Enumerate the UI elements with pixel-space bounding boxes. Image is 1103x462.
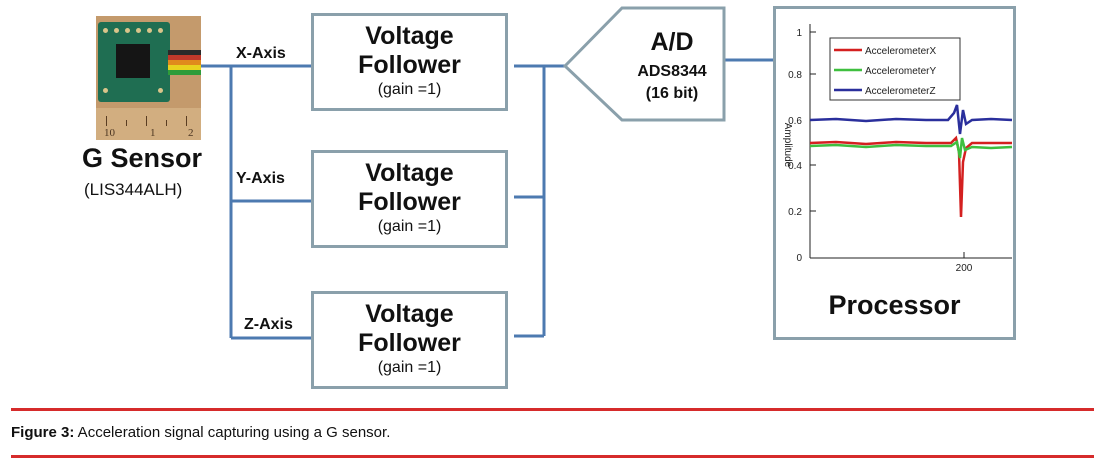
ytick-label: 0.2 [788, 207, 802, 218]
follower-line1: Voltage [365, 22, 454, 50]
legend-label: AccelerometerX [865, 46, 936, 57]
follower-line2: Follower [358, 188, 461, 216]
ruler-number: 2 [188, 127, 194, 139]
sensor-photo: 10 1 2 [96, 16, 201, 140]
follower-gain: (gain =1) [377, 81, 442, 98]
ruler-number: 10 [104, 127, 115, 139]
x-axis-label: X-Axis [236, 45, 286, 62]
adc-title: A/D [650, 28, 694, 56]
adc-shape [562, 6, 726, 122]
legend-label: AccelerometerZ [865, 86, 936, 97]
caption-rule-bottom [11, 455, 1094, 458]
adc-bits: (16 bit) [645, 85, 699, 102]
series-y-line [809, 137, 1013, 159]
caption-label: Figure 3: [11, 424, 75, 441]
y-axis-label: Y-Axis [236, 170, 285, 187]
adc-model: ADS8344 [637, 63, 707, 80]
caption-text: Acceleration signal capturing using a G … [74, 424, 391, 441]
sensor-title: G Sensor [82, 143, 203, 173]
ytick-label: 1 [796, 28, 802, 39]
follower-line2: Follower [358, 51, 461, 79]
follower-gain: (gain =1) [377, 218, 442, 235]
series-z-line [809, 104, 1013, 135]
ruler-number: 1 [150, 127, 156, 139]
ytick-label: 0.6 [788, 116, 802, 127]
amplitude-plot: 1 0.8 0.6 0.4 0.2 0 200 Amplitude Accele… [782, 24, 1013, 274]
ytick-label: 0.8 [788, 70, 802, 81]
voltage-follower-x: Voltage Follower (gain =1) [311, 13, 508, 111]
voltage-follower-z: Voltage Follower (gain =1) [311, 291, 508, 389]
z-axis-label: Z-Axis [244, 316, 293, 333]
follower-line2: Follower [358, 329, 461, 357]
processor-label: Processor [828, 290, 961, 320]
ytick-label: 0 [796, 253, 802, 264]
figure-caption: Figure 3: Acceleration signal capturing … [11, 424, 390, 441]
series-x-line [809, 135, 1012, 218]
plot-ylabel: Amplitude [782, 123, 793, 168]
caption-rule-top [11, 408, 1094, 411]
follower-gain: (gain =1) [377, 359, 442, 376]
follower-line1: Voltage [365, 159, 454, 187]
ytick-label: 0.4 [788, 161, 802, 172]
sensor-model: (LIS344ALH) [84, 180, 183, 199]
legend-label: AccelerometerY [865, 66, 936, 77]
voltage-follower-y: Voltage Follower (gain =1) [311, 150, 508, 248]
xtick-label: 200 [956, 263, 973, 274]
follower-line1: Voltage [365, 300, 454, 328]
